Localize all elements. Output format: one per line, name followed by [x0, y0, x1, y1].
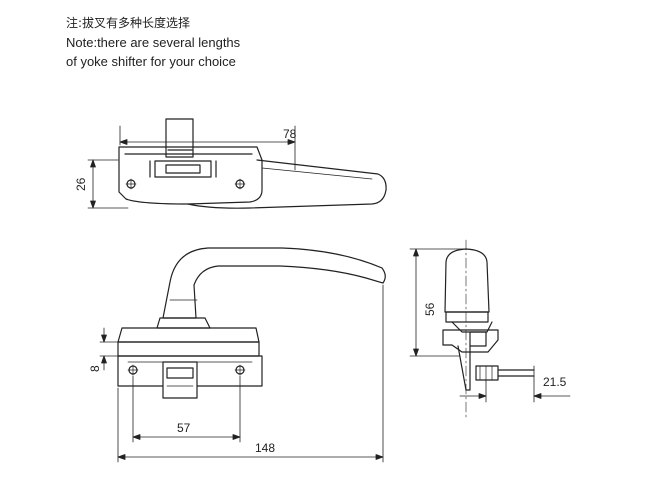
- side-view: 56 21.5: [409, 239, 571, 421]
- dimension-26: [87, 159, 129, 209]
- front-view-base: [117, 327, 260, 343]
- dimension-8: [99, 327, 119, 371]
- dim-label-26: 26: [74, 177, 88, 191]
- dim-label-56: 56: [423, 302, 437, 316]
- dimension-57: [132, 375, 241, 443]
- top-view: 78 26: [74, 118, 387, 209]
- note-english-line-1: Note:there are several lengths: [66, 35, 241, 50]
- side-view-grip: [444, 248, 490, 313]
- front-view-plate: [117, 355, 263, 387]
- side-view-shifter: [457, 345, 471, 391]
- front-view: 8 57 148: [88, 247, 386, 463]
- dim-label-21-5: 21.5: [543, 375, 567, 389]
- top-view-spindle: [165, 118, 194, 158]
- dim-label-57: 57: [177, 421, 191, 435]
- note-chinese: 注:拔叉有多种长度选择: [66, 16, 191, 30]
- dimension-148: [117, 284, 384, 463]
- dimension-21-5: [459, 365, 571, 403]
- front-view-handle: [162, 247, 386, 319]
- screw-hole-icon: [234, 178, 246, 190]
- screw-hole-icon: [125, 178, 137, 190]
- top-view-base: [118, 146, 263, 205]
- dimension-56: [409, 248, 465, 357]
- note-english-line-2: of yoke shifter for your choice: [66, 54, 236, 69]
- screw-hole-icon: [127, 364, 139, 376]
- screw-hole-icon: [234, 364, 246, 376]
- dim-label-8: 8: [88, 365, 102, 372]
- top-view-lever: [187, 159, 387, 209]
- side-view-base: [442, 329, 499, 353]
- dim-label-148: 148: [255, 441, 275, 455]
- dim-label-78: 78: [283, 127, 297, 141]
- dimension-78: [119, 125, 296, 171]
